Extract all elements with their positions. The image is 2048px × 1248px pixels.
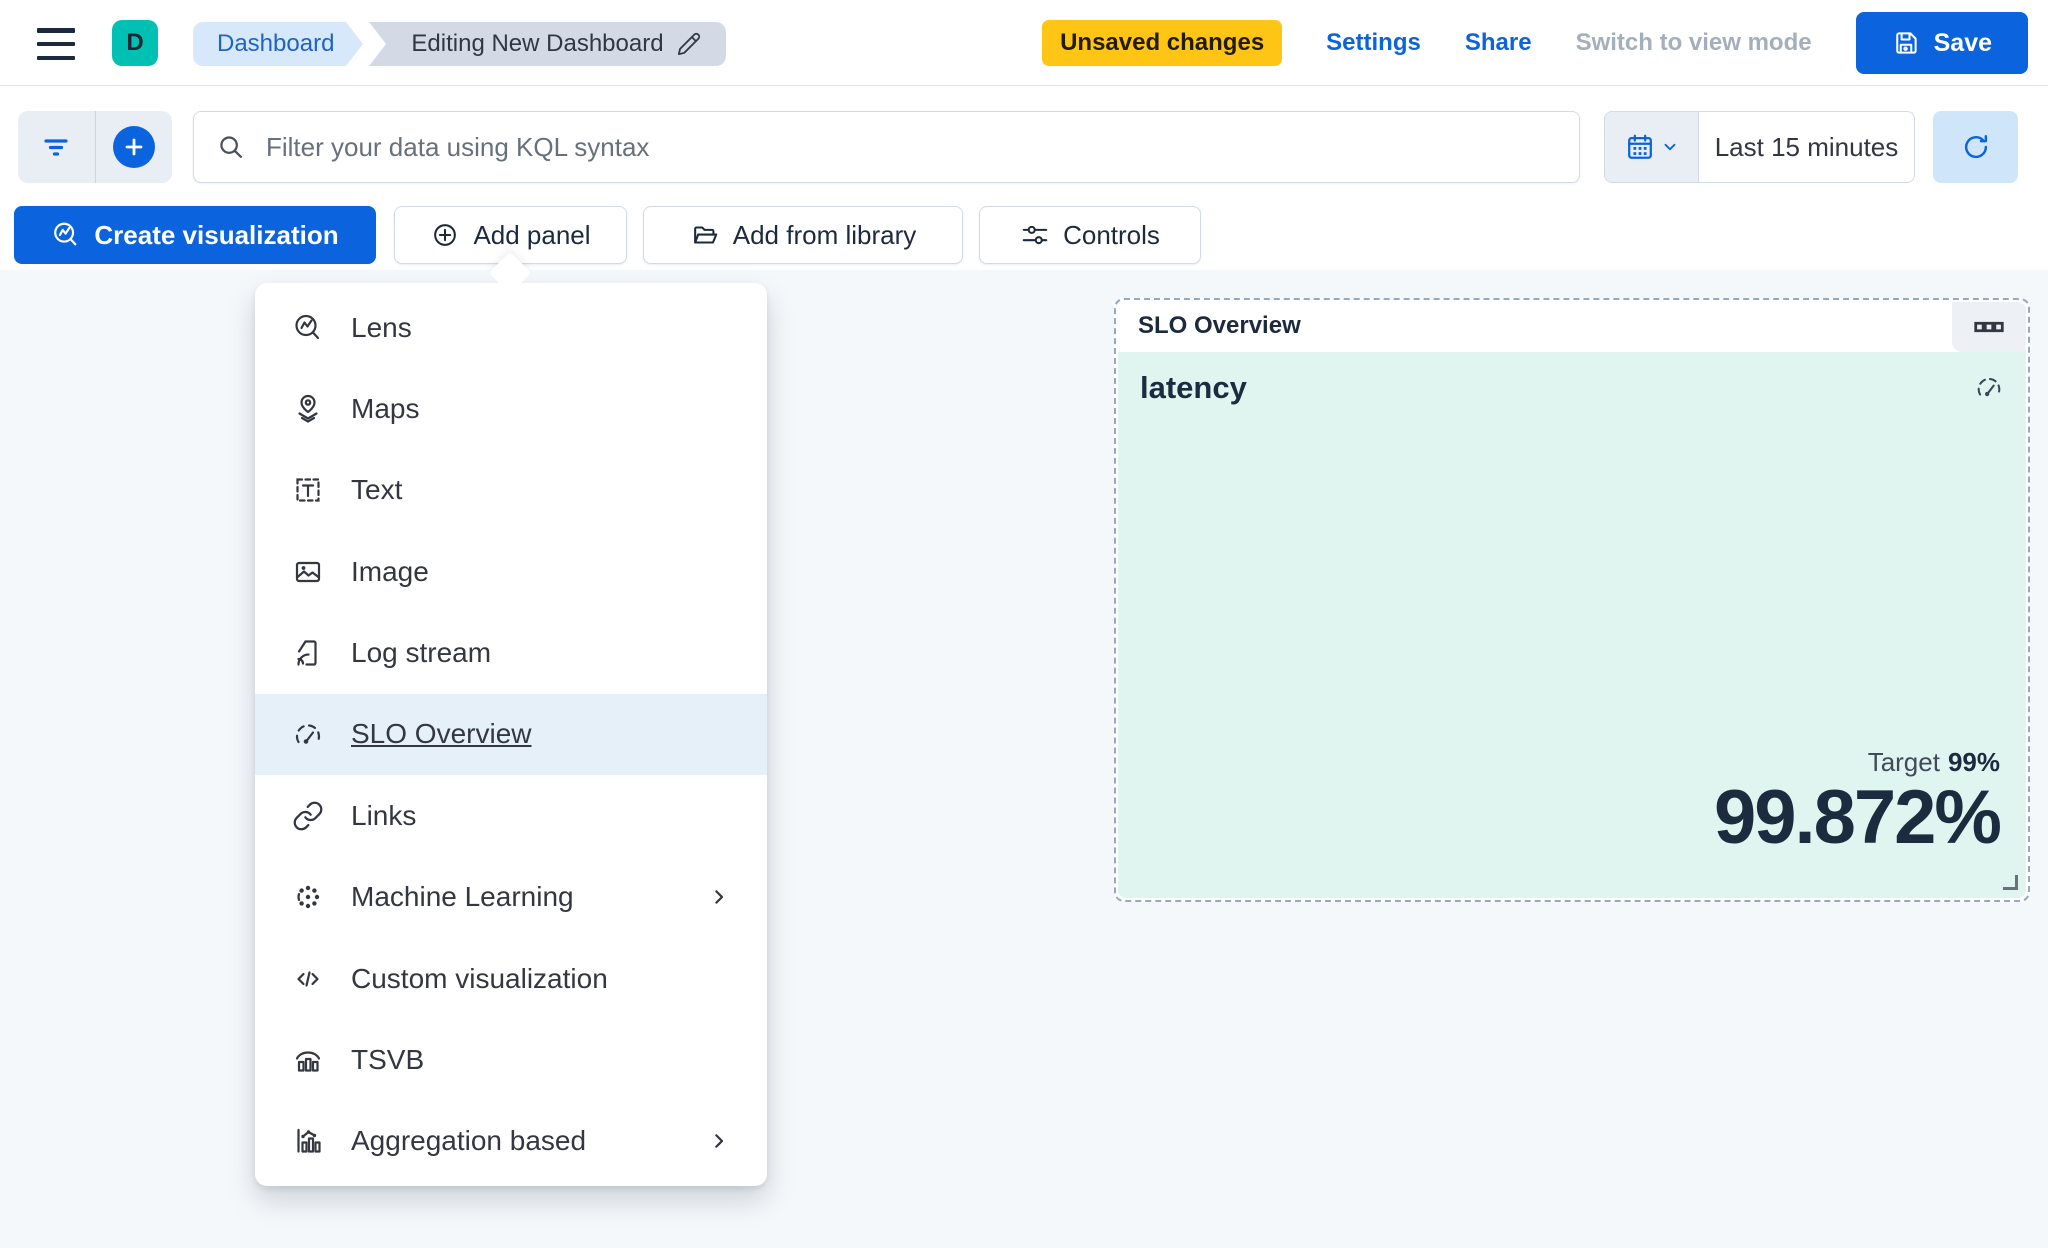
menu-item-aggregation-based[interactable]: Aggregation based <box>255 1101 767 1182</box>
menu-item-links[interactable]: Links <box>255 775 767 856</box>
panel-resize-handle[interactable] <box>2003 875 2018 890</box>
menu-item-machine-learning[interactable]: Machine Learning <box>255 857 767 938</box>
chevron-down-icon <box>1661 138 1679 156</box>
breadcrumb-dashboard[interactable]: Dashboard <box>193 22 364 66</box>
save-button[interactable]: Save <box>1855 12 2028 74</box>
menu-item-label: Custom visualization <box>351 962 608 994</box>
breadcrumb-label: Editing New Dashboard <box>411 30 664 57</box>
log-stream-icon <box>291 636 325 670</box>
create-visualization-label: Create visualization <box>94 219 339 250</box>
gauge-icon <box>1974 372 2004 402</box>
edit-toolbar: Create visualization Add panel Add from … <box>0 206 2048 264</box>
menu-item-label: TSVB <box>351 1043 425 1075</box>
menu-item-label: Maps <box>351 393 420 425</box>
tsvb-icon <box>291 1043 325 1077</box>
save-floppy-icon <box>1892 29 1920 57</box>
controls-label: Controls <box>1063 219 1160 250</box>
filter-button-group <box>18 111 172 183</box>
code-icon <box>291 962 325 996</box>
refresh-button[interactable] <box>1933 111 2018 183</box>
top-header: D Dashboard Editing New Dashboard Unsave… <box>0 0 2048 86</box>
calendar-icon <box>1625 132 1655 162</box>
menu-item-label: Image <box>351 555 429 587</box>
lens-icon <box>51 220 81 250</box>
save-label: Save <box>1933 28 1992 57</box>
menu-item-maps[interactable]: Maps <box>255 368 767 449</box>
menu-item-label: Aggregation based <box>351 1125 587 1157</box>
boxes-horizontal-icon <box>1972 310 2006 344</box>
aggregation-icon <box>291 1124 325 1158</box>
pencil-icon <box>676 31 702 57</box>
lens-icon <box>291 311 325 345</box>
menu-item-label: Log stream <box>351 637 492 669</box>
menu-item-label: Text <box>351 474 403 506</box>
add-panel-label: Add panel <box>473 219 591 250</box>
menu-item-custom-visualization[interactable]: Custom visualization <box>255 938 767 1019</box>
menu-item-label: Lens <box>351 311 412 343</box>
kql-search-input[interactable] <box>266 131 1557 163</box>
space-avatar[interactable]: D <box>112 20 158 66</box>
menu-item-label: SLO Overview <box>351 718 532 750</box>
breadcrumb-current-title[interactable]: Editing New Dashboard <box>369 22 726 66</box>
hamburger-menu-icon[interactable] <box>34 26 78 62</box>
folder-icon <box>690 220 720 250</box>
panel-title: SLO Overview <box>1138 312 1301 339</box>
add-filter-button[interactable] <box>94 111 173 183</box>
panel-header: SLO Overview <box>1116 300 2028 352</box>
menu-item-log-stream[interactable]: Log stream <box>255 612 767 693</box>
add-from-library-label: Add from library <box>732 219 917 250</box>
create-visualization-button[interactable]: Create visualization <box>14 206 376 264</box>
image-icon <box>291 555 325 589</box>
slo-value: 99.872% <box>1713 775 2002 861</box>
target-label: Target <box>1867 747 1940 778</box>
filter-menu-button[interactable] <box>18 111 95 183</box>
settings-link[interactable]: Settings <box>1326 29 1421 56</box>
chevron-right-icon <box>707 885 731 909</box>
switch-to-view-mode-link[interactable]: Switch to view mode <box>1575 29 1812 56</box>
slo-metric-title: latency <box>1140 370 1247 405</box>
breadcrumb: Dashboard Editing New Dashboard <box>193 22 726 66</box>
menu-item-tsvb[interactable]: TSVB <box>255 1019 767 1100</box>
machine-learning-icon <box>291 880 325 914</box>
menu-item-text[interactable]: Text <box>255 450 767 531</box>
date-picker-quick-menu[interactable] <box>1605 112 1699 182</box>
add-panel-button[interactable]: Add panel <box>394 206 627 264</box>
menu-item-slo-overview[interactable]: SLO Overview <box>255 693 767 776</box>
add-panel-menu: Lens Maps Text Image Log stream <box>255 283 767 1186</box>
plus-in-circle-icon <box>430 220 460 250</box>
target-value: 99% <box>1947 747 2000 778</box>
links-icon <box>291 799 325 833</box>
breadcrumb-label: Dashboard <box>217 30 335 57</box>
share-link[interactable]: Share <box>1464 29 1532 56</box>
search-icon <box>216 132 246 162</box>
add-from-library-button[interactable]: Add from library <box>643 206 963 264</box>
filter-icon <box>40 131 72 163</box>
menu-item-label: Links <box>351 799 417 831</box>
controls-button[interactable]: Controls <box>979 206 1201 264</box>
date-picker: Last 15 minutes <box>1604 111 1915 183</box>
controls-sliders-icon <box>1020 220 1050 250</box>
refresh-icon <box>1961 132 1991 162</box>
maps-icon <box>291 392 325 426</box>
text-icon <box>291 473 325 507</box>
kql-search-box <box>193 111 1580 183</box>
unsaved-changes-badge: Unsaved changes <box>1042 20 1283 66</box>
menu-item-image[interactable]: Image <box>255 531 767 612</box>
menu-item-lens[interactable]: Lens <box>255 287 767 368</box>
plus-circle-icon <box>112 126 155 168</box>
panel-options-button[interactable] <box>1952 302 2026 352</box>
slo-gauge-icon <box>291 717 325 751</box>
header-actions: Unsaved changes Settings Share Switch to… <box>1042 0 2028 86</box>
chevron-right-icon <box>707 1129 731 1153</box>
menu-item-label: Machine Learning <box>351 881 574 913</box>
time-range-button[interactable]: Last 15 minutes <box>1699 112 1914 182</box>
